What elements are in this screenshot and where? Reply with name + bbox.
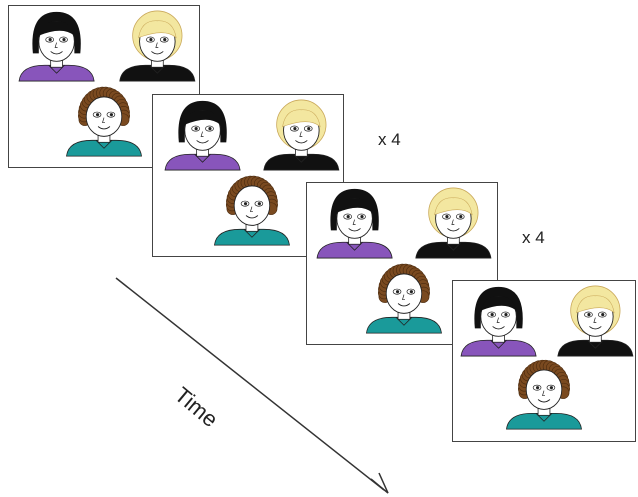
collar [346, 241, 363, 251]
right-pupil [257, 202, 261, 206]
right-pupil [163, 38, 167, 42]
frame-2-faces [164, 99, 340, 246]
mouth [50, 51, 63, 55]
stimulus-frame-1 [8, 5, 200, 168]
right-pupil [549, 386, 553, 390]
left-pupil [587, 313, 591, 317]
fringe [38, 21, 75, 36]
blond-face [557, 285, 634, 357]
nose [593, 317, 597, 323]
mouth [151, 51, 164, 55]
left-pupil [48, 38, 52, 42]
nose [155, 42, 159, 48]
nose [102, 117, 105, 123]
frame-4-faces [460, 285, 634, 430]
mouth [348, 228, 361, 232]
collar [48, 64, 65, 74]
blond-face [263, 99, 340, 171]
left-pupil [490, 313, 494, 317]
collar [243, 229, 261, 238]
left-pupil [194, 127, 198, 131]
fringe [480, 296, 517, 311]
left-pupil [95, 113, 100, 117]
left-pupil [445, 215, 449, 219]
girl-face [164, 100, 241, 171]
nose [54, 42, 58, 48]
curly-face [506, 359, 582, 430]
right-pupil [409, 290, 413, 294]
mouth [245, 215, 259, 219]
left-pupil [293, 127, 297, 131]
right-pupil [459, 215, 463, 219]
right-pupil [208, 127, 212, 131]
stimulus-frame-2 [152, 94, 344, 257]
right-pupil [504, 313, 508, 317]
collar [149, 64, 166, 74]
mouth [97, 126, 111, 130]
nose [352, 219, 356, 225]
fringe [434, 197, 473, 216]
time-arrow-shaft [115, 277, 385, 491]
nose [200, 131, 204, 137]
mouth [196, 140, 209, 144]
collar [535, 413, 553, 422]
blond-face [119, 10, 196, 82]
nose [250, 206, 253, 212]
curly-face [213, 175, 290, 246]
mouth [295, 140, 308, 144]
curly-face [66, 86, 142, 157]
head [233, 185, 271, 226]
fringe [184, 110, 221, 125]
time-arrow-head [370, 472, 389, 494]
mouth [537, 399, 551, 403]
collar [490, 339, 507, 349]
curly-face [365, 263, 442, 334]
right-pupil [360, 215, 364, 219]
left-pupil [149, 38, 153, 42]
collar [587, 339, 604, 349]
fringe [336, 198, 373, 213]
mouth [589, 326, 602, 330]
nose [542, 390, 545, 396]
nose [496, 317, 500, 323]
head [385, 273, 423, 314]
repeat-label-1: x 4 [378, 130, 401, 149]
mouth [447, 228, 460, 232]
stimulus-frame-4 [452, 280, 636, 442]
girl-face [316, 188, 393, 259]
right-pupil [109, 113, 113, 117]
girl-face [18, 11, 95, 82]
right-pupil [307, 127, 311, 131]
left-pupil [346, 215, 350, 219]
frame-3-faces [316, 187, 492, 334]
head [525, 369, 563, 410]
collar [445, 241, 462, 251]
nose [402, 294, 405, 300]
nose [299, 131, 303, 137]
collar [293, 153, 310, 163]
mouth [397, 303, 411, 307]
collar [95, 140, 113, 149]
left-pupil [243, 202, 248, 206]
mouth [492, 326, 505, 330]
fringe [576, 295, 615, 314]
head [85, 96, 123, 137]
right-pupil [601, 313, 605, 317]
left-pupil [395, 290, 400, 294]
right-pupil [62, 38, 66, 42]
repeat-label-2: x 4 [522, 228, 545, 247]
blond-face [415, 187, 492, 259]
left-pupil [536, 386, 540, 390]
fringe [138, 20, 177, 39]
nose [451, 219, 455, 225]
collar [395, 317, 413, 326]
fringe [282, 109, 321, 128]
collar [194, 153, 211, 163]
girl-face [460, 286, 537, 357]
frame-1-faces [18, 10, 196, 157]
